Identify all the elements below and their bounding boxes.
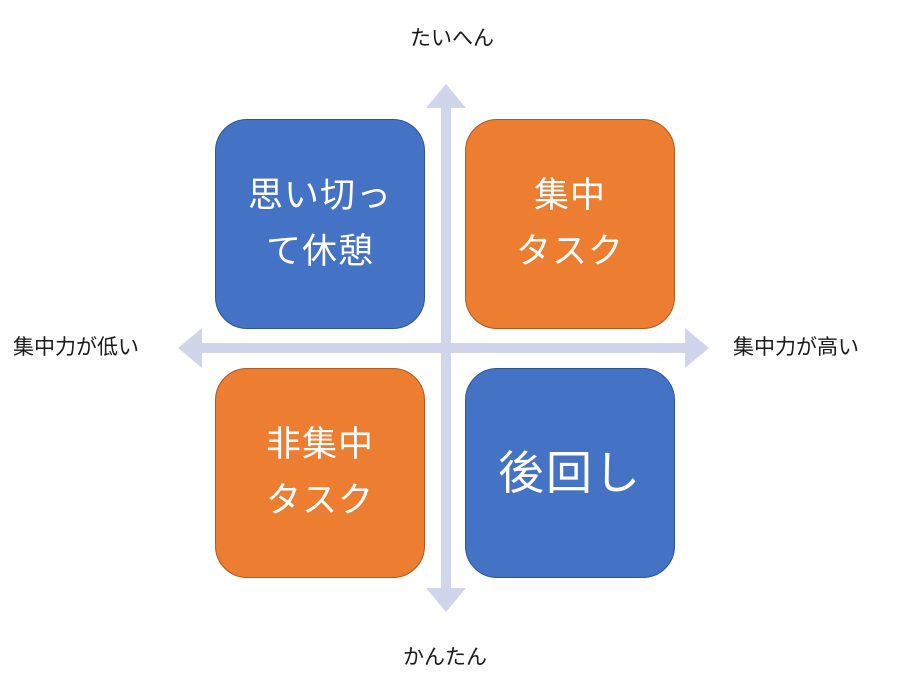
quadrant-bottom-left-line-2: タスク bbox=[265, 481, 374, 521]
axis-label-bottom: かんたん bbox=[403, 645, 487, 669]
quadrant-top-right-line-2: タスク bbox=[515, 232, 624, 272]
axis-label-top: たいへん bbox=[410, 26, 494, 50]
quadrant-bottom-left-line-1: 非集中 bbox=[265, 425, 374, 465]
horizontal-axis-arrow bbox=[178, 328, 709, 368]
axis-label-left: 集中力が低い bbox=[13, 335, 139, 359]
quadrant-top-left-line-1: 思い切っ bbox=[247, 176, 392, 216]
axis-label-right: 集中力が高い bbox=[733, 335, 859, 359]
quadrant-top-right: 集中 タスク bbox=[465, 119, 675, 329]
quadrant-bottom-right-line-1: 後回し bbox=[498, 446, 642, 500]
quadrant-top-right-line-1: 集中 bbox=[533, 176, 606, 216]
quadrant-bottom-right: 後回し bbox=[465, 368, 675, 578]
quadrant-top-left: 思い切っ て休憩 bbox=[215, 119, 425, 329]
quadrant-top-left-line-2: て休憩 bbox=[265, 232, 374, 272]
quadrant-bottom-left: 非集中 タスク bbox=[215, 368, 425, 578]
